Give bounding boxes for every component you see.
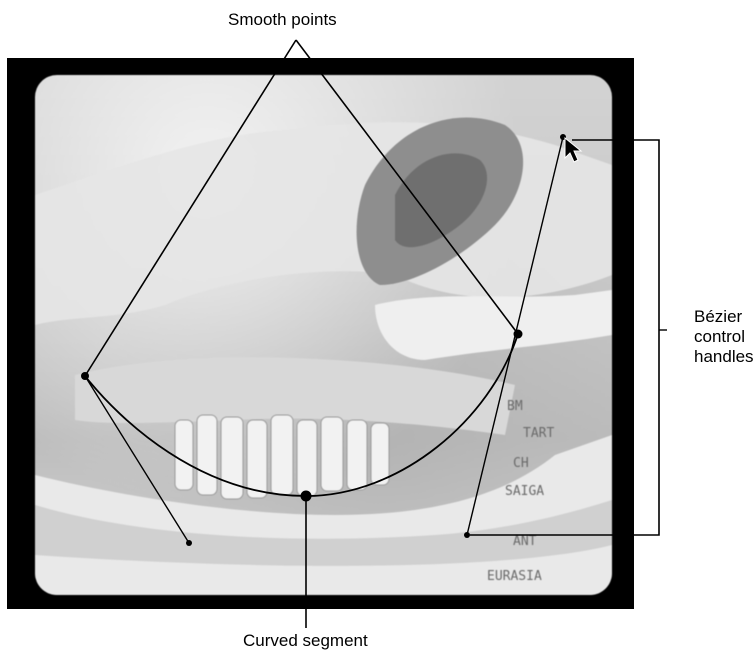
cursor-arrow-icon bbox=[565, 138, 581, 162]
curved-segment-path bbox=[85, 334, 518, 496]
smooth-points-callout-right bbox=[296, 40, 518, 334]
bezier-label-line2: control bbox=[694, 327, 755, 347]
smooth-point-left[interactable] bbox=[81, 372, 89, 380]
bezier-handles-bracket bbox=[470, 140, 659, 535]
bezier-handles-label: Bézier control handles bbox=[694, 307, 755, 367]
bezier-label-line1: Bézier bbox=[694, 307, 755, 327]
curved-segment-label: Curved segment bbox=[243, 631, 368, 651]
smooth-points-callout-left bbox=[85, 40, 296, 376]
handle-endpoint-bottom-right[interactable] bbox=[464, 532, 470, 538]
control-handle-left bbox=[85, 376, 189, 543]
bezier-label-line3: handles bbox=[694, 347, 755, 367]
handle-endpoint-bottom-left[interactable] bbox=[186, 540, 192, 546]
smooth-point-right[interactable] bbox=[514, 330, 523, 339]
smooth-points-label: Smooth points bbox=[228, 10, 337, 30]
